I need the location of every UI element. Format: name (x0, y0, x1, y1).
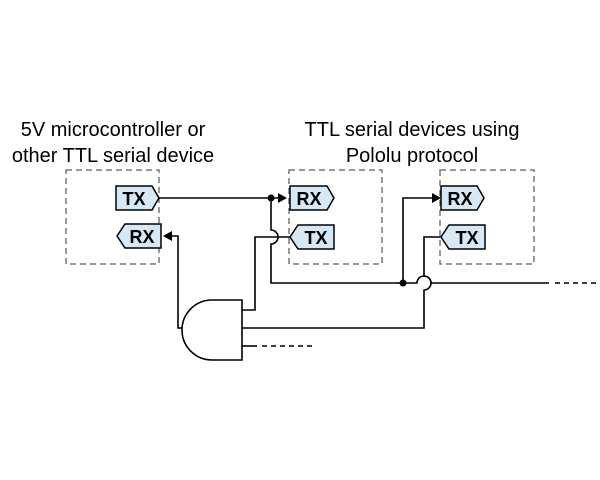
devices-heading-line1: TTL serial devices using (305, 119, 520, 141)
device-2-tx-wire (242, 236, 441, 329)
device-1-rx-pin (289, 185, 335, 211)
controller-tx-pin (115, 185, 160, 211)
device-2-rx-label: RX (447, 189, 472, 209)
device-1-rx-label: RX (296, 189, 321, 209)
controller-rx-arrow (163, 231, 172, 241)
tx-bus-vertical-wire (270, 198, 395, 284)
gate-output-wire (172, 235, 185, 329)
device-1-rx-arrow (278, 193, 287, 203)
device-2-rx-wire (402, 197, 432, 283)
device-2-tx-pin (440, 224, 486, 250)
controller-rx-label: RX (129, 227, 154, 247)
device-2-tx-label: TX (455, 228, 478, 248)
devices-heading-line2: Pololu protocol (346, 145, 478, 167)
tx-bus-horizontal-wire (403, 275, 549, 284)
device-2-rx-arrow (432, 193, 441, 203)
controller-box (65, 169, 160, 265)
device-1-tx-wire (242, 236, 290, 311)
controller-heading-line2: other TTL serial device (12, 145, 214, 167)
controller-tx-label: TX (122, 189, 145, 209)
device-2-rx-pin (440, 185, 485, 211)
controller-heading-line1: 5V microcontroller or (21, 119, 206, 141)
controller-rx-pin (116, 223, 162, 249)
device-2-box (439, 169, 535, 265)
device-1-box (288, 169, 383, 265)
device-1-tx-pin (289, 224, 335, 250)
device-1-tx-label: TX (304, 228, 327, 248)
and-gate (181, 299, 243, 361)
